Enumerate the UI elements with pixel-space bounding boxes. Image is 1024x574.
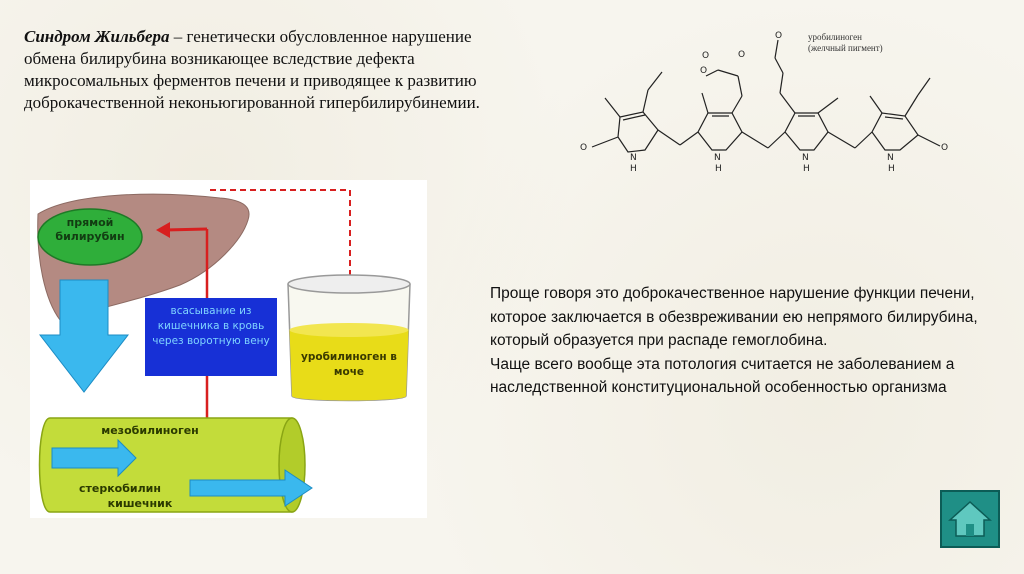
atom-label: H — [715, 164, 722, 174]
atom-label: O — [738, 50, 745, 60]
atom-label: N — [887, 153, 894, 163]
direct-bilirubin-label: прямой билирубин — [55, 216, 125, 243]
explanation-paragraph-1: Проще говоря это доброкачественное наруш… — [490, 285, 978, 349]
explanation-text: Проще говоря это доброкачественное наруш… — [490, 282, 990, 400]
mesobilinogen-arrow — [51, 438, 137, 478]
stercobilin-arrow — [189, 469, 313, 507]
home-button[interactable] — [940, 490, 1000, 548]
molecule-label: уробилиноген (желчный пигмент) — [808, 32, 883, 54]
home-icon — [948, 500, 992, 537]
urine-liquid — [289, 330, 409, 401]
atom-label: O — [702, 51, 709, 61]
atom-label: N — [802, 153, 809, 163]
atom-label: H — [630, 164, 637, 174]
stercobilin-label: стеркобилин — [78, 482, 161, 495]
molecule-note: (желчный пигмент) — [808, 43, 883, 53]
direct-bilirubin-oval — [37, 208, 143, 266]
molecule-name: уробилиноген — [808, 32, 862, 42]
absorption-box — [145, 298, 277, 376]
atom-label: O — [941, 143, 948, 153]
atom-label: H — [803, 164, 810, 174]
urobilinogen-urine-label: уробилиноген в моче — [301, 351, 397, 378]
intro-text: Синдром Жильбера – генетически обусловле… — [24, 26, 524, 114]
term: Синдром Жильбера — [24, 27, 170, 46]
atom-label: O — [580, 143, 587, 153]
atom-label: O — [775, 31, 782, 41]
red-arrowhead — [156, 222, 170, 238]
bilirubin-metabolism-diagram: прямой билирубин всасывание из кишечника… — [30, 180, 427, 518]
dash: – — [169, 27, 187, 46]
atom-label: N — [714, 153, 721, 163]
mesobilinogen-label: мезобилиноген — [101, 424, 199, 437]
absorption-label: всасывание из кишечника в кровь через во… — [152, 305, 270, 347]
intestine-label: кишечник — [107, 497, 173, 510]
explanation-paragraph-2: Чаще всего вообще эта потология считаетс… — [490, 355, 955, 397]
atom-label: N — [630, 153, 637, 163]
atom-label: O — [700, 66, 707, 76]
atom-label: H — [888, 164, 895, 174]
down-arrow — [38, 279, 130, 393]
urobilinogen-structure: O H N O O O O O N H N H N H — [580, 31, 948, 174]
definition: генетически обусловленное нарушение обме… — [24, 27, 480, 112]
